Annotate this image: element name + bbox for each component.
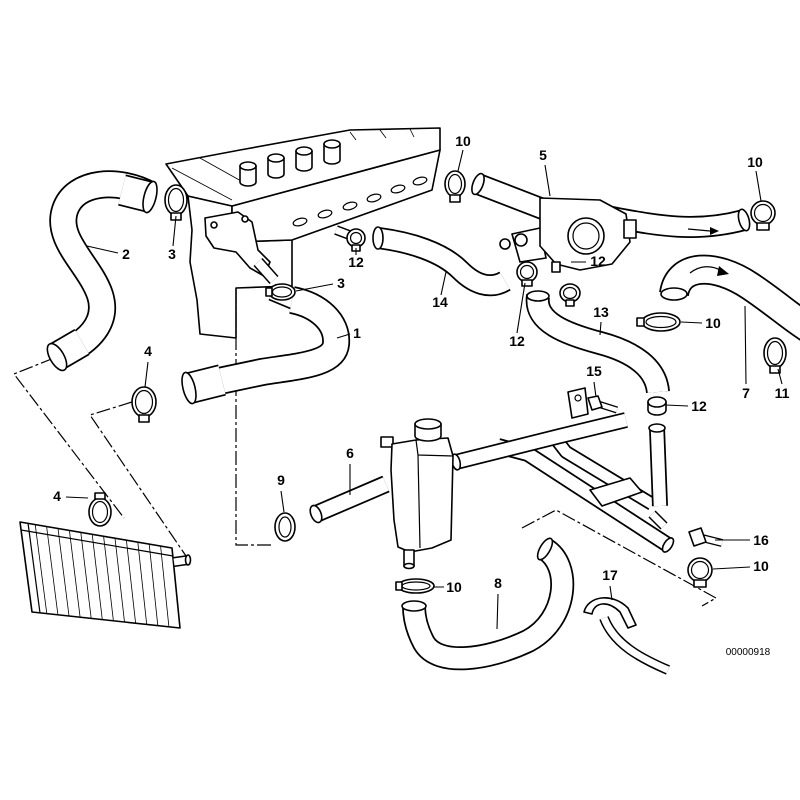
flow-arrow-head-icon — [717, 266, 729, 276]
spark-plug-tower — [295, 146, 313, 172]
bolt-16 — [688, 527, 723, 547]
callout-part-12: 12 — [509, 333, 525, 349]
mounting-bracket — [567, 387, 589, 419]
callout-part-3: 3 — [337, 275, 345, 291]
coolant-outlet-housing — [204, 211, 279, 284]
callout-part-5: 5 — [539, 147, 547, 163]
callout-part-14: 14 — [432, 294, 448, 310]
callout-part-10: 10 — [705, 315, 721, 331]
callout-part-17: 17 — [602, 567, 618, 583]
callout-part-12: 12 — [691, 398, 707, 414]
intake-ports — [292, 176, 428, 227]
callout-part-9: 9 — [277, 472, 285, 488]
coolant-expansion-tank — [380, 418, 454, 570]
callout-part-1: 1 — [353, 325, 361, 341]
flow-arrow-icon — [687, 228, 711, 232]
engine-cylinder-head — [165, 127, 441, 339]
water-pipe-assembly — [450, 387, 675, 553]
callout-part-10: 10 — [753, 558, 769, 574]
callout-part-4: 4 — [144, 343, 152, 359]
radiator-core-fins — [34, 524, 170, 627]
hose-clamp-3 — [164, 184, 188, 221]
bolt-15 — [587, 395, 619, 414]
hose-clamp-10 — [687, 557, 713, 588]
callout-part-10: 10 — [747, 154, 763, 170]
callout-part-3: 3 — [168, 246, 176, 262]
callout-leader-lines — [65, 149, 783, 630]
hose-clamp-10 — [444, 170, 466, 203]
spark-plug-tower — [239, 161, 257, 187]
callout-part-12: 12 — [590, 253, 606, 269]
callout-part-8: 8 — [494, 575, 502, 591]
water-pipe-5 — [471, 172, 751, 273]
hose-clamp-4 — [88, 492, 112, 527]
callout-part-13: 13 — [593, 304, 609, 320]
thermostat-housing — [499, 197, 637, 273]
hose-clamp-12 — [647, 396, 667, 416]
hose-clamp-12 — [346, 228, 366, 252]
callout-part-10: 10 — [455, 133, 471, 149]
hose-clamp-10 — [395, 578, 435, 594]
callout-part-15: 15 — [586, 363, 602, 379]
callout-part-12: 12 — [348, 254, 364, 270]
callout-part-10: 10 — [446, 579, 462, 595]
callout-part-11: 11 — [775, 385, 790, 401]
callout-labels: 10 5 10 2 3 12 3 14 1 12 13 10 12 4 15 7… — [53, 133, 790, 595]
assembly-phantom-lines — [13, 290, 718, 607]
hose-13 — [525, 290, 670, 394]
callout-part-6: 6 — [346, 445, 354, 461]
hose-clamp-11 — [763, 337, 787, 374]
callout-part-7: 7 — [742, 385, 750, 401]
hose-8 — [401, 537, 575, 671]
hose-clamp-4 — [131, 386, 157, 423]
flow-arrow-head-icon — [710, 227, 719, 235]
drawing-number: 00000918 — [726, 647, 771, 658]
spark-plug-tower — [267, 153, 285, 179]
hose-clamp-10 — [750, 200, 776, 231]
heater-hose-14 — [372, 226, 511, 297]
tank-cap — [414, 418, 442, 442]
hose-clamp-3 — [265, 283, 296, 301]
hose-strap-17 — [583, 597, 670, 675]
callout-part-16: 16 — [753, 532, 769, 548]
callout-part-4: 4 — [53, 488, 61, 504]
radiator — [19, 521, 192, 629]
hose-clamp-12 — [516, 261, 538, 287]
hose-clamp-12 — [559, 283, 581, 307]
support-strap — [589, 477, 643, 507]
hose-clamp-10 — [636, 312, 681, 332]
spark-plug-tower — [323, 139, 341, 165]
hose-7 — [659, 254, 800, 341]
sealing-ring-9 — [274, 512, 296, 542]
radiator-upper-hose — [46, 170, 158, 372]
callout-part-2: 2 — [122, 246, 130, 262]
hose-6 — [309, 475, 390, 524]
